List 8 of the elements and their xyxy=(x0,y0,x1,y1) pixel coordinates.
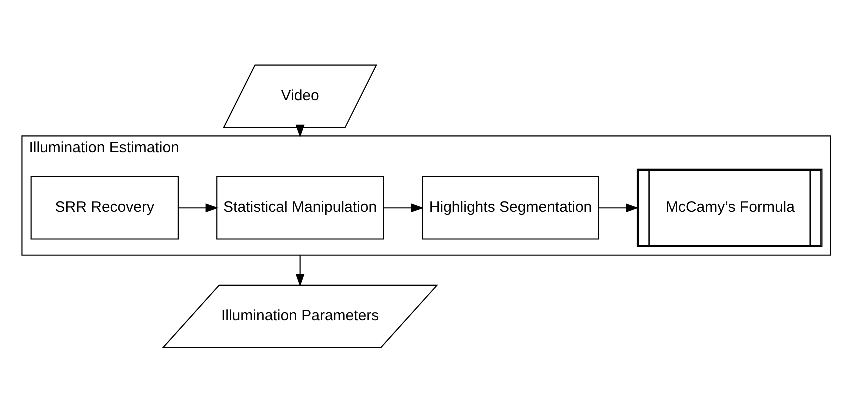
arrow xyxy=(598,203,638,212)
node-box: Statistical Manipulation xyxy=(216,176,384,240)
arrow xyxy=(295,254,304,286)
arrow xyxy=(295,124,304,138)
node-box: Highlights Segmentation xyxy=(422,176,599,240)
arrow xyxy=(383,203,424,212)
node-box: SRR Recovery xyxy=(30,176,178,240)
arrow xyxy=(178,203,218,212)
